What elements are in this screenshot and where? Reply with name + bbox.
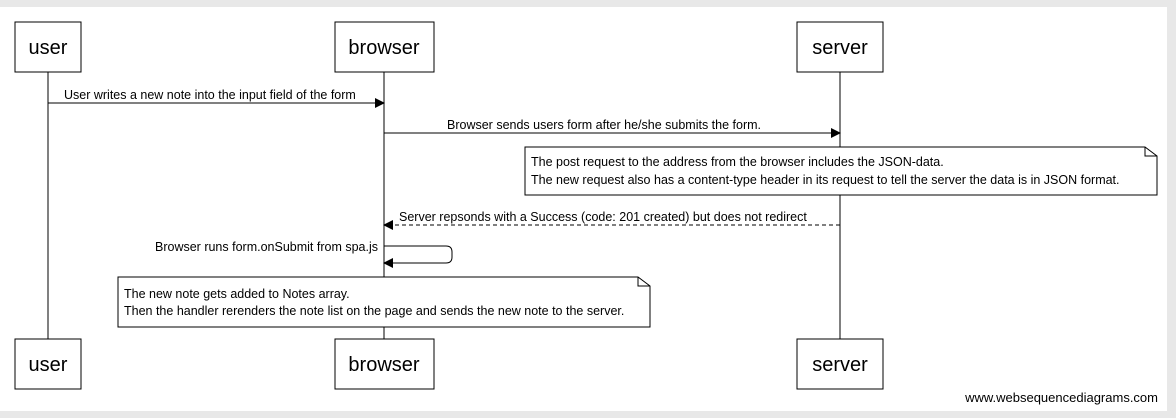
participant-server-top: server xyxy=(796,21,884,73)
participant-server-bottom-label: server xyxy=(812,354,868,376)
message-3-label: Server repsonds with a Success (code: 20… xyxy=(399,210,807,224)
message-1: User writes a new note into the input fi… xyxy=(48,88,385,108)
message-2: Browser sends users form after he/she su… xyxy=(384,118,841,138)
message-4: Browser runs form.onSubmit from spa.js xyxy=(155,240,453,268)
message-2-label: Browser sends users form after he/she su… xyxy=(447,118,761,132)
message-4-arrow xyxy=(383,245,453,268)
note-2: The new note gets added to Notes array. … xyxy=(117,276,651,328)
message-4-label: Browser runs form.onSubmit from spa.js xyxy=(155,240,378,254)
participant-user-bottom: user xyxy=(14,338,82,390)
participant-user-top: user xyxy=(14,21,82,73)
participant-browser-top-label: browser xyxy=(348,37,419,59)
participant-browser-bottom: browser xyxy=(334,338,435,390)
note-1-line-2: The new request also has a content-type … xyxy=(531,173,1120,187)
participant-server-bottom: server xyxy=(796,338,884,390)
diagram-canvas xyxy=(0,7,1167,411)
note-2-line-2: Then the handler rerenders the note list… xyxy=(124,304,624,318)
message-3: Server repsonds with a Success (code: 20… xyxy=(383,210,840,230)
note-2-line-1: The new note gets added to Notes array. xyxy=(124,287,350,301)
participant-browser-bottom-label: browser xyxy=(348,354,419,376)
participant-browser-top: browser xyxy=(334,21,435,73)
message-1-label: User writes a new note into the input fi… xyxy=(64,88,356,102)
note-1-line-1: The post request to the address from the… xyxy=(531,155,944,169)
note-1: The post request to the address from the… xyxy=(524,146,1158,196)
participant-server-top-label: server xyxy=(812,37,868,59)
watermark: www.websequencediagrams.com xyxy=(964,390,1158,405)
participant-user-bottom-label: user xyxy=(29,354,68,376)
participant-user-top-label: user xyxy=(29,37,68,59)
